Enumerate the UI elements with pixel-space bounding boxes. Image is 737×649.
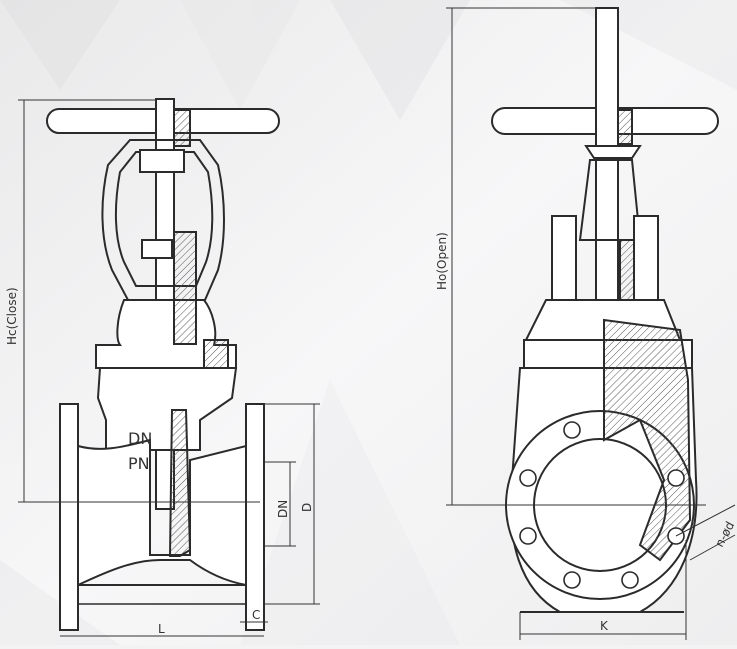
left-yoke-boss — [139, 149, 185, 173]
right-left-bolt — [551, 215, 577, 303]
left-yoke — [101, 139, 225, 301]
right-dimensions — [446, 7, 736, 640]
right-gate-disc — [603, 318, 692, 562]
bolt-hole — [621, 571, 639, 589]
left-bonnet-hatch — [173, 231, 197, 345]
d-dim-label: D — [300, 503, 314, 512]
left-body-neck — [96, 367, 238, 451]
right-bolt-holes — [519, 421, 685, 589]
c-dim-label: C — [252, 608, 260, 622]
left-gate-disc — [168, 409, 192, 557]
bolt-hole — [667, 469, 685, 487]
left-dimensions — [18, 99, 320, 637]
bolt-hole — [519, 527, 537, 545]
right-stem-nut — [617, 109, 633, 145]
right-yoke-top — [584, 145, 642, 159]
bolt-hole — [519, 469, 537, 487]
left-pn-label: PN — [128, 454, 150, 473]
k-dim-label: K — [600, 619, 609, 633]
left-yoke-inner — [114, 151, 214, 287]
nphid-leader-2 — [689, 534, 736, 561]
left-valve-section-view — [46, 98, 280, 631]
left-body-passage — [77, 438, 247, 587]
bolt-hole — [563, 421, 581, 439]
right-valve-front-view — [491, 7, 719, 613]
bolt-hole — [563, 571, 581, 589]
left-dn-label: DN — [128, 429, 152, 448]
l-dim-label: L — [158, 622, 165, 636]
left-stem-nut — [173, 109, 191, 147]
right-right-bolt — [633, 215, 659, 303]
left-outlet-flange — [245, 403, 265, 631]
dn-dim-label: DN — [276, 500, 290, 518]
left-body-labels: DN PN — [128, 429, 152, 473]
ho-label: Ho(Open) — [435, 232, 449, 290]
hc-label: Hc(Close) — [5, 287, 19, 345]
left-dimension-labels: Hc(Close) DN D C L — [5, 287, 314, 636]
left-inlet-flange — [59, 403, 79, 631]
left-stem-collar — [141, 239, 173, 259]
nphid-leader-1 — [675, 504, 736, 537]
